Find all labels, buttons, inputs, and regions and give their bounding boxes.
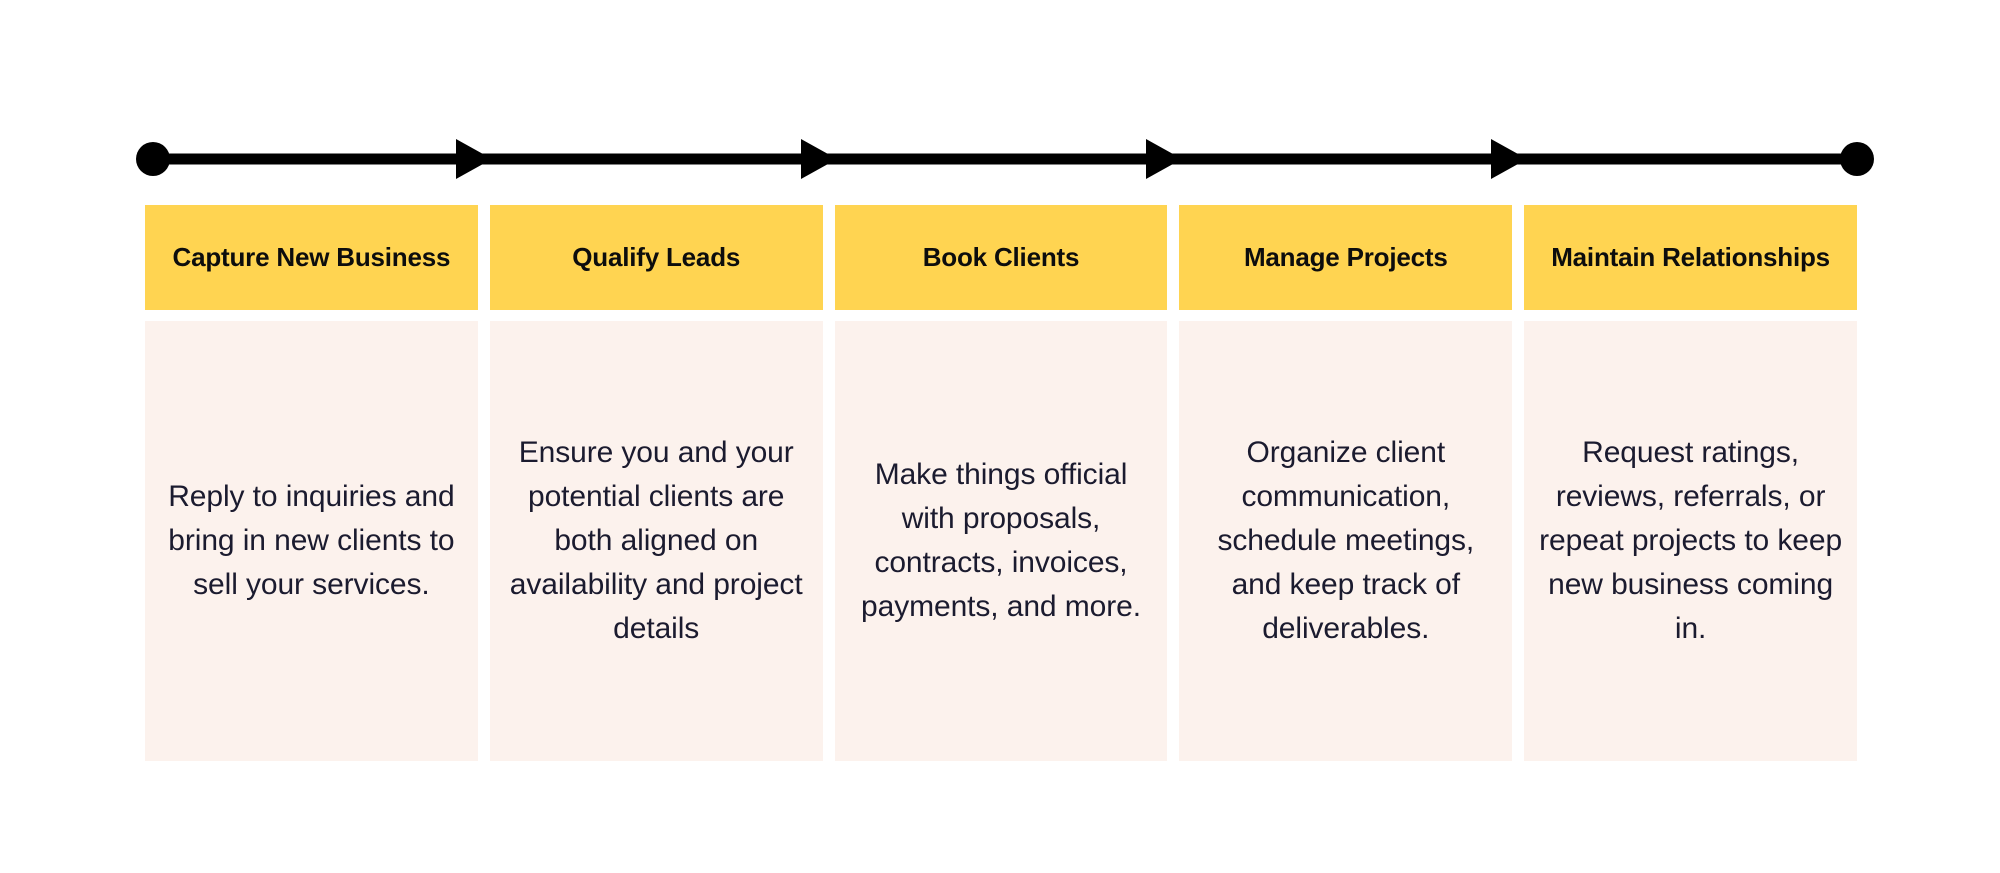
- step-description-1: Reply to inquiries and bring in new clie…: [168, 479, 455, 602]
- step-body-1: Reply to inquiries and bring in new clie…: [145, 321, 478, 761]
- timeline-end-dot-icon: [1840, 142, 1874, 176]
- step-header-2: Qualify Leads: [489, 205, 823, 310]
- step-body-5: Request ratings, reviews, referrals, or …: [1524, 321, 1857, 761]
- timeline-arrowhead-4-icon: [1491, 139, 1527, 179]
- step-title-4: Manage Projects: [1243, 241, 1448, 272]
- step-body-4: Organize client communication, schedule …: [1179, 321, 1513, 761]
- timeline-arrowhead-2-icon: [801, 139, 837, 179]
- step-column-4: Manage Projects Organize client communic…: [1179, 205, 1513, 761]
- step-title-3: Book Clients: [922, 241, 1080, 272]
- step-header-4: Manage Projects: [1179, 205, 1513, 310]
- step-description-3: Make things official with proposals, con…: [861, 457, 1141, 624]
- step-description-4: Organize client communication, schedule …: [1217, 435, 1475, 646]
- step-header-1: Capture New Business: [145, 205, 478, 310]
- timeline-arrowhead-3-icon: [1146, 139, 1182, 179]
- step-column-2: Qualify Leads Ensure you and your potent…: [489, 205, 823, 761]
- timeline-start-dot-icon: [136, 142, 170, 176]
- timeline-track: [136, 132, 1874, 188]
- step-title-2: Qualify Leads: [572, 241, 741, 272]
- timeline-arrowhead-1-icon: [456, 139, 492, 179]
- step-header-3: Book Clients: [834, 205, 1168, 310]
- step-column-1: Capture New Business Reply to inquiries …: [145, 205, 478, 761]
- step-body-3: Make things official with proposals, con…: [834, 321, 1168, 761]
- step-body-2: Ensure you and your potential clients ar…: [489, 321, 823, 761]
- timeline-svg: [136, 139, 1874, 179]
- step-columns: Capture New Business Reply to inquiries …: [145, 205, 1857, 761]
- step-description-5: Request ratings, reviews, referrals, or …: [1539, 435, 1843, 646]
- step-column-5: Maintain Relationships Request ratings, …: [1524, 205, 1857, 761]
- step-title-1: Capture New Business: [172, 241, 451, 272]
- step-column-3: Book Clients Make things official with p…: [834, 205, 1168, 761]
- step-header-5: Maintain Relationships: [1524, 205, 1857, 310]
- step-title-5: Maintain Relationships: [1551, 241, 1830, 272]
- step-description-2: Ensure you and your potential clients ar…: [509, 435, 803, 646]
